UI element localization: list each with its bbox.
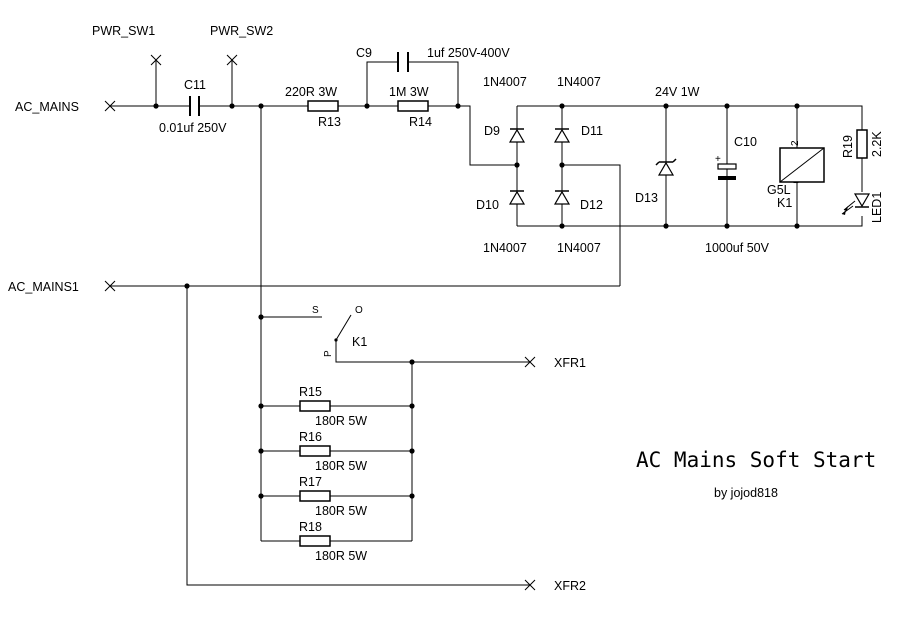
r16-ref: R16	[299, 430, 322, 444]
port-label-pwr-sw1: PWR_SW1	[92, 24, 155, 38]
c10-ref: C10	[734, 135, 757, 149]
resistor-r19-body	[856, 129, 868, 159]
diode-part-top-left: 1N4007	[483, 75, 527, 89]
r13-value: 220R 3W	[285, 85, 337, 99]
resistor-r14-body	[397, 100, 429, 112]
k1-coil-type: G5L	[767, 183, 791, 197]
junction-dots	[153, 103, 800, 499]
diode-d12-symbol	[553, 190, 571, 205]
r15-ref: R15	[299, 385, 322, 399]
schematic-title: AC Mains Soft Start	[636, 448, 876, 472]
relay-k1-coil-symbol	[779, 147, 825, 183]
resistor-r15-body	[299, 400, 331, 412]
port-label-xfr1: XFR1	[554, 356, 586, 370]
k1-coil-ref: K1	[777, 196, 792, 210]
c11-value: 0.01uf 250V	[159, 121, 227, 135]
schematic-author: by jojod818	[714, 486, 778, 500]
port-label-ac-mains: AC_MAINS	[15, 100, 79, 114]
capacitor-c10-symbol	[717, 163, 737, 180]
d11-ref: D11	[581, 124, 603, 138]
zener-d13-symbol	[655, 158, 677, 176]
diode-d9-symbol	[508, 128, 526, 143]
r19-value: 2.2K	[870, 131, 884, 157]
r13-ref: R13	[318, 115, 341, 129]
led1-ref: LED1	[870, 192, 884, 223]
resistor-r18-body	[299, 535, 331, 547]
d13-ref: D13	[635, 191, 658, 205]
port-xfr2-marker	[524, 579, 536, 591]
r14-ref: R14	[409, 115, 432, 129]
k1-contact-o: O	[355, 305, 363, 316]
port-label-pwr-sw2: PWR_SW2	[210, 24, 273, 38]
k1-coil-pin: 2	[790, 140, 801, 146]
diode-part-bottom-left: 1N4007	[483, 241, 527, 255]
resistor-r16-body	[299, 445, 331, 457]
c9-ref: C9	[356, 46, 372, 60]
relay-k1-contact-symbol	[334, 314, 352, 342]
k1-contact-ref: K1	[352, 335, 367, 349]
k1-coil-minus: −	[793, 178, 799, 189]
c10-plus: +	[715, 154, 721, 165]
r17-ref: R17	[299, 475, 322, 489]
capacitor-c9-symbol	[397, 52, 409, 72]
d12-ref: D12	[580, 198, 603, 212]
d9-ref: D9	[484, 124, 500, 138]
r14-value: 1M 3W	[389, 85, 429, 99]
port-label-xfr2: XFR2	[554, 579, 586, 593]
k1-contact-s: S	[312, 305, 319, 316]
d10-ref: D10	[476, 198, 499, 212]
c11-ref: C11	[184, 78, 206, 92]
r18-value: 180R 5W	[315, 549, 367, 563]
resistor-r17-body	[299, 490, 331, 502]
k1-contact-p: P	[323, 350, 334, 357]
d13-value: 24V 1W	[655, 85, 700, 99]
resistor-r13-body	[307, 100, 339, 112]
c10-value: 1000uf 50V	[705, 241, 770, 255]
diode-part-bottom-right: 1N4007	[557, 241, 601, 255]
r18-ref: R18	[299, 520, 322, 534]
port-ac-mains-marker	[104, 100, 116, 112]
capacitor-c11-symbol	[189, 96, 200, 116]
led-led1-symbol	[841, 193, 871, 215]
diode-part-top-right: 1N4007	[557, 75, 601, 89]
diode-d11-symbol	[553, 128, 571, 143]
port-ac-mains1-marker	[104, 280, 116, 292]
r17-value: 180R 5W	[315, 504, 367, 518]
port-pwr-sw1-marker	[150, 54, 162, 66]
diode-d10-symbol	[508, 190, 526, 205]
port-label-ac-mains1: AC_MAINS1	[8, 280, 79, 294]
port-pwr-sw2-marker	[226, 54, 238, 66]
port-xfr1-marker	[524, 356, 536, 368]
r15-value: 180R 5W	[315, 414, 367, 428]
r16-value: 180R 5W	[315, 459, 367, 473]
c9-value: 1uf 250V-400V	[427, 46, 510, 60]
r19-ref: R19	[841, 135, 855, 158]
